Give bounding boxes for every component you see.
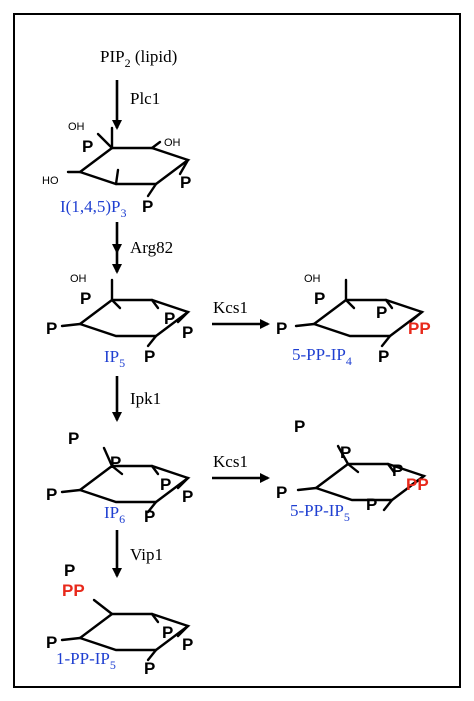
- pp-ip5-right-p-bottom: P: [366, 495, 377, 514]
- pp-ip5-right-p-top: P: [340, 443, 351, 462]
- enzyme-vip1: Vip1: [130, 545, 163, 564]
- ip5-p-right-upper: P: [164, 309, 175, 328]
- pp-ip4-oh-top: OH: [304, 273, 321, 285]
- pp-ip5-bottom-p-right: P: [182, 635, 193, 654]
- ip5-p-left: P: [46, 319, 57, 338]
- enzyme-ipk1: Ipk1: [130, 389, 161, 408]
- ip3-structure: OH P HO OH P P: [42, 121, 191, 216]
- ip3-name: I(1,4,5)P3: [60, 197, 126, 220]
- ip3-p-top: P: [82, 137, 93, 156]
- pp-ip5-bottom-pp: PP: [62, 581, 85, 600]
- pp-ip4-name: 5-PP-IP4: [292, 345, 352, 368]
- ip6-name: IP6: [104, 503, 125, 526]
- enzyme-plc1: Plc1: [130, 89, 160, 108]
- pp-ip4-structure: OH P P P PP P: [276, 273, 431, 366]
- ip5-name: IP5: [104, 347, 125, 370]
- ip5-oh-top: OH: [70, 273, 87, 285]
- enzyme-kcs1-bottom: Kcs1: [213, 452, 248, 471]
- figure-frame: [13, 13, 461, 688]
- ip6-structure: P P P P P P: [46, 429, 193, 526]
- ip5-p-top: P: [80, 289, 91, 308]
- ip6-p-right-upper: P: [160, 475, 171, 494]
- pip2-title: PIP2 (lipid): [100, 47, 177, 70]
- pp-ip4-p-right-upper: P: [376, 303, 387, 322]
- pp-ip5-right-p-left: P: [276, 483, 287, 502]
- ip3-oh-right: OH: [164, 137, 181, 149]
- ip3-oh-top: OH: [68, 121, 85, 133]
- pp-ip5-right-pp: PP: [406, 475, 429, 494]
- ip6-p-right: P: [182, 487, 193, 506]
- pp-ip5-bottom-name: 1-PP-IP5: [56, 649, 116, 672]
- pp-ip4-p-left: P: [276, 319, 287, 338]
- ip6-p-top: P: [110, 453, 121, 472]
- pp-ip5-right-structure: P P P P PP P: [276, 417, 429, 514]
- ip5-p-bottom: P: [144, 347, 155, 366]
- pp-ip5-bottom-p-bottom: P: [144, 659, 155, 678]
- ip6-p-bottom: P: [144, 507, 155, 526]
- pp-ip5-right-p-topmost: P: [294, 417, 305, 436]
- pp-ip4-p-top: P: [314, 289, 325, 308]
- ip5-structure: OH P P P P P: [46, 273, 193, 366]
- pp-ip5-bottom-structure: P PP P P P P: [46, 561, 193, 678]
- ip5-p-right: P: [182, 323, 193, 342]
- ip3-p-bottom: P: [142, 197, 153, 216]
- pp-ip5-bottom-p-right-upper: P: [162, 623, 173, 642]
- ip3-ho-left: HO: [42, 175, 59, 187]
- ip6-p-left: P: [46, 485, 57, 504]
- pp-ip4-pp: PP: [408, 319, 431, 338]
- ip3-p-right: P: [180, 173, 191, 192]
- pp-ip5-bottom-p-top: P: [64, 561, 75, 580]
- ip6-p-topmost: P: [68, 429, 79, 448]
- pp-ip4-p-bottom: P: [378, 347, 389, 366]
- pp-ip5-right-name: 5-PP-IP5: [290, 501, 350, 524]
- pp-ip5-right-p-right-upper: P: [392, 461, 403, 480]
- enzyme-arg82: Arg82: [130, 238, 173, 257]
- enzyme-kcs1-top: Kcs1: [213, 298, 248, 317]
- pp-ip5-bottom-p-left: P: [46, 633, 57, 652]
